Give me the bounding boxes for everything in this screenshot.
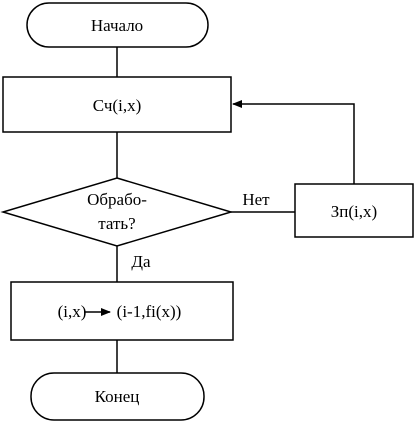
loop-back-arrow bbox=[232, 100, 355, 184]
decision-label-line1: Обрабо- bbox=[87, 190, 147, 209]
end-node: Конец bbox=[30, 372, 205, 421]
start-label: Начало bbox=[91, 16, 143, 35]
write-label: Зп(i,x) bbox=[331, 202, 377, 221]
process-label-right: (i-1,fi(x)) bbox=[117, 302, 182, 321]
end-label: Конец bbox=[95, 387, 140, 406]
process-label-left: (i,x) bbox=[58, 302, 87, 321]
process-node: (i,x) (i-1,fi(x)) bbox=[10, 281, 234, 341]
start-node: Начало bbox=[26, 2, 209, 48]
yes-branch-label: Да bbox=[131, 252, 151, 271]
write-node: Зп(i,x) bbox=[294, 183, 414, 238]
read-label: Сч(i,x) bbox=[93, 96, 141, 115]
decision-label-line2: тать? bbox=[98, 214, 135, 233]
no-branch-label: Нет bbox=[242, 190, 270, 209]
read-node: Сч(i,x) bbox=[2, 76, 232, 133]
decision-node: Обрабо- тать? bbox=[0, 177, 234, 247]
